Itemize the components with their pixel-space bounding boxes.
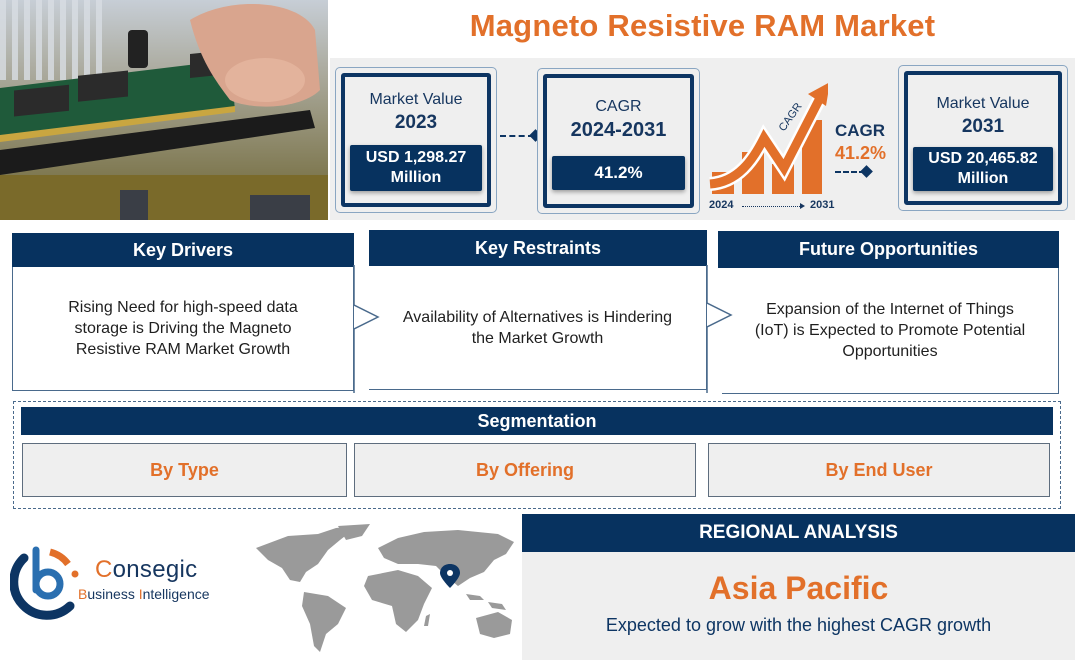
chevron-right-icon bbox=[706, 265, 733, 393]
logo-mark-icon bbox=[10, 546, 79, 620]
kpi-value-amount: 41.2% bbox=[594, 163, 643, 182]
kpi-year: 2023 bbox=[394, 112, 438, 133]
kpi-label: Market Value bbox=[936, 95, 1030, 112]
kpi-period: 2024-2031 bbox=[570, 119, 667, 141]
axis-arrow-icon bbox=[800, 203, 805, 209]
region-description: Expected to grow with the highest CAGR g… bbox=[605, 615, 992, 635]
future-opportunities-body: Expansion of the Internet of Things (IoT… bbox=[722, 268, 1059, 394]
dashed-connector bbox=[835, 165, 873, 178]
kpi-value-unit: Million bbox=[957, 170, 1009, 187]
logo-wordmark: Consegic bbox=[95, 556, 198, 583]
segmentation-frame bbox=[13, 401, 1061, 509]
segment-by-offering[interactable]: By Offering bbox=[354, 443, 696, 497]
growth-chart-arrow-icon: CAGR bbox=[709, 83, 828, 194]
regional-analysis-body: Asia Pacific Expected to grow with the h… bbox=[522, 552, 1075, 660]
segment-by-type[interactable]: By Type bbox=[22, 443, 347, 497]
key-restraints-header: Key Restraints bbox=[369, 230, 707, 266]
future-opportunities-header: Future Opportunities bbox=[718, 231, 1059, 268]
kpi-value-badge: USD 20,465.82 Million bbox=[913, 147, 1053, 191]
region-name: Asia Pacific bbox=[708, 570, 889, 606]
kpi-market-value-2023: Market Value 2023 USD 1,298.27 Million bbox=[335, 67, 497, 213]
kpi-label: Market Value bbox=[369, 91, 463, 108]
kpi-value-badge: 41.2% bbox=[552, 156, 685, 190]
kpi-market-value-2031: Market Value 2031 USD 20,465.82 Million bbox=[898, 65, 1068, 211]
kpi-year: 2031 bbox=[961, 116, 1005, 137]
consegic-logo: Consegic Business Intelligence bbox=[10, 542, 230, 622]
kpi-value-badge: USD 1,298.27 Million bbox=[350, 145, 482, 191]
world-map-icon bbox=[256, 524, 514, 652]
dashed-connector bbox=[500, 129, 542, 142]
logo-tagline: Business Intelligence bbox=[78, 586, 210, 602]
cagr-side-value: 41.2% bbox=[835, 143, 887, 163]
kpi-band: Market Value 2023 USD 1,298.27 Million C… bbox=[330, 58, 1075, 220]
cagr-side-title: CAGR bbox=[835, 121, 886, 140]
kpi-label: CAGR bbox=[595, 98, 642, 115]
regional-analysis-header: REGIONAL ANALYSIS bbox=[522, 514, 1075, 552]
diamond-icon bbox=[860, 165, 873, 178]
segment-by-end-user[interactable]: By End User bbox=[708, 443, 1050, 497]
kpi-value-amount: USD 20,465.82 bbox=[928, 150, 1038, 167]
page-title: Magneto Resistive RAM Market bbox=[469, 8, 936, 43]
axis-dotted-line bbox=[742, 206, 802, 207]
chevron-right-icon bbox=[353, 265, 380, 393]
key-drivers-body: Rising Need for high-speed data storage … bbox=[12, 267, 354, 391]
kpi-value-unit: Million bbox=[390, 169, 442, 186]
key-restraints-body: Availability of Alternatives is Hinderin… bbox=[369, 266, 707, 390]
hero-photo-memory-module bbox=[0, 0, 328, 220]
kpi-value-amount: USD 1,298.27 bbox=[365, 149, 467, 166]
key-drivers-header: Key Drivers bbox=[12, 233, 354, 267]
location-pin-icon bbox=[440, 564, 460, 588]
memory-module-illustration bbox=[0, 0, 328, 220]
axis-start-year: 2024 bbox=[709, 199, 734, 211]
kpi-cagr: CAGR 2024-2031 41.2% bbox=[537, 68, 700, 214]
segmentation-header: Segmentation bbox=[21, 407, 1053, 435]
axis-end-year: 2031 bbox=[810, 199, 835, 211]
